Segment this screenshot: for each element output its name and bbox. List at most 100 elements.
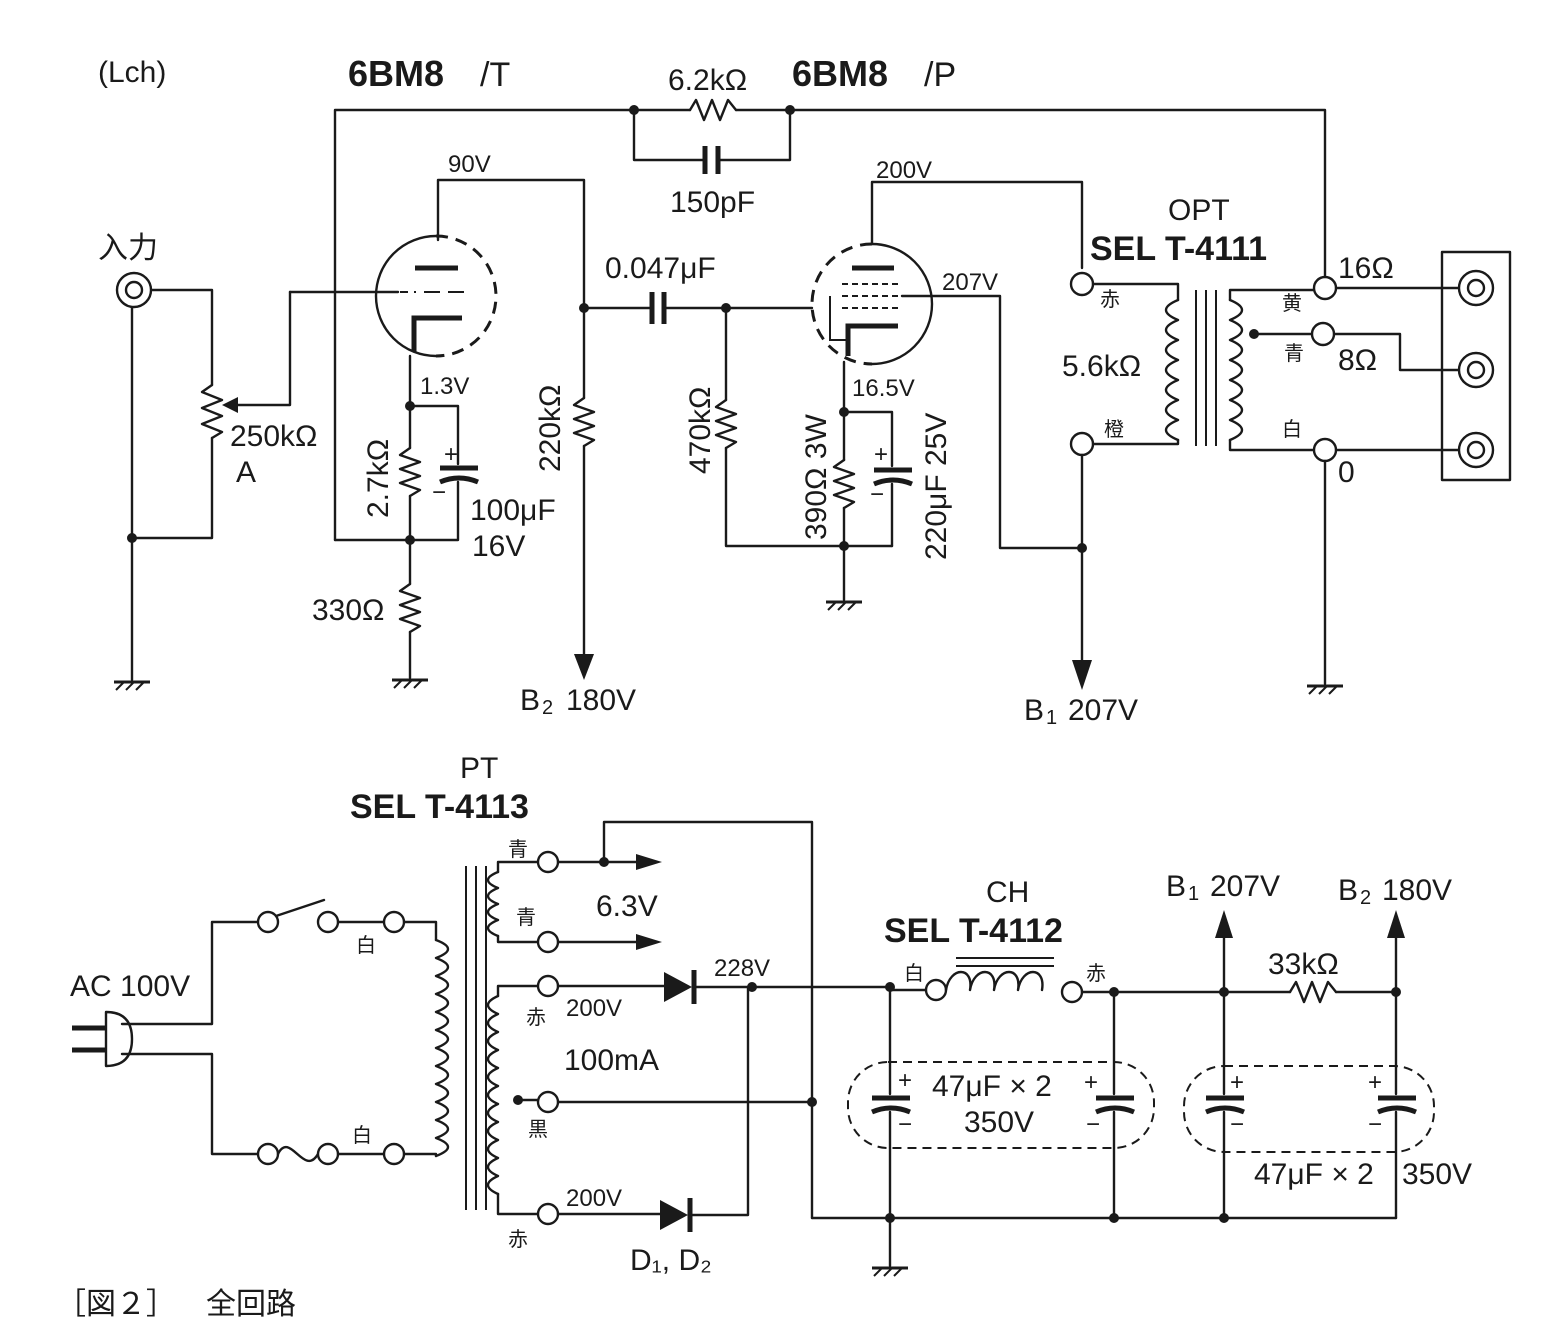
cap-minus: − [870,481,884,508]
filter-caps-1-label: 47μF × 2 [932,1070,1052,1103]
triode-cathode-voltage: 1.3V [420,373,469,400]
opt-tap-16: 16Ω [1338,252,1394,285]
ground-symbol [1307,684,1343,695]
opt-model: SEL T-4111 [1090,230,1267,268]
pt-wire-white-2: 白 [352,1124,372,1147]
volume-pot [127,288,292,682]
coupling-cap-label: 0.047μF [605,252,716,285]
b2-rail-sub: 2 [542,697,553,719]
sec-wire-black: 黒 [528,1119,548,1141]
rectifier-diode-2 [660,1198,693,1232]
speaker-terminal-0[interactable] [1457,431,1495,469]
rectifier-diode-1 [664,970,697,1004]
output-transformer [1069,271,1462,690]
pentode-name: 6BM8 [792,53,888,94]
rectified-voltage: 228V [714,955,770,982]
b1-rail-name: B [1024,694,1044,727]
feedback-network [333,98,1327,542]
triode-tube [288,234,498,358]
b1-rail-value: 207V [1068,694,1138,727]
pot-taper: A [236,456,256,489]
opt-tap-8: 8Ω [1338,344,1377,377]
feedback-resistor-label: 6.2kΩ [668,64,747,97]
ac-plug[interactable] [72,1010,134,1068]
b1-rail-sub: 1 [1046,707,1057,729]
figure-title: 全回路 [206,1288,296,1320]
ground-symbol [872,1266,908,1277]
cathode-cap-label: 100μF [470,494,556,527]
speaker-terminal-16[interactable] [1457,269,1495,307]
sec-voltage-1: 200V [566,995,622,1022]
choke-wire-white: 白 [904,962,924,985]
cap-minus: − [898,1111,912,1138]
b1-out-value: 207V [1210,870,1280,903]
sec-wire-red-1: 赤 [526,1006,546,1029]
input-label: 入力 [98,232,158,265]
pentode-tube [810,242,934,366]
channel-label: (Lch) [98,56,166,89]
sec-voltage-2: 200V [566,1185,622,1212]
ac-label: AC 100V [70,970,190,1003]
figure-number: ［図２］ [56,1288,176,1320]
plate-resistor-label: 220kΩ [534,385,567,472]
pot-value: 250kΩ [230,420,317,453]
diodes-label: D₁, D₂ [630,1244,712,1277]
nfb-resistor-label: 330Ω [312,594,384,627]
heater-wire-blue-2: 青 [516,906,536,929]
pt-wire-white-1: 白 [356,934,376,957]
pentode-cathode-resistor-label: 390Ω 3W [800,414,833,541]
cap-plus: + [1230,1069,1244,1096]
b1-out-sub: 1 [1188,883,1199,905]
opt-wire-white: 白 [1282,418,1302,441]
b2-rail-value: 180V [566,684,636,717]
feedback-cap-label: 150pF [670,186,755,219]
pentode-cathode-cap-label: 220μF 25V [920,413,953,560]
choke-model: SEL T-4112 [884,912,1063,950]
b2-out-name: B [1338,874,1358,907]
filter-caps-2-label: 47μF × 2 [1254,1158,1374,1191]
opt-tap-0: 0 [1338,456,1355,489]
opt-primary-impedance: 5.6kΩ [1062,350,1141,383]
cap-plus: + [874,441,888,468]
choke-wire-red: 赤 [1086,962,1106,985]
cap-minus: − [432,479,446,506]
cap-plus: + [898,1067,912,1094]
pt-model: SEL T-4113 [350,788,529,826]
opt-label: OPT [1168,194,1230,227]
cap-minus: − [1086,1111,1100,1138]
pentode-plate-voltage: 200V [876,157,932,184]
fuse [256,1142,340,1166]
cathode-cap-voltage: 16V [472,530,525,563]
speaker-terminal-8[interactable] [1457,351,1495,389]
input-jack[interactable] [115,271,153,309]
choke-label: CH [986,876,1029,909]
b2-out-sub: 2 [1360,887,1371,909]
heater-wire-blue-1: 青 [508,838,528,861]
speaker-terminal-block [1440,250,1512,482]
sec-current: 100mA [564,1044,659,1077]
cap-plus: + [1368,1069,1382,1096]
filter-caps-1-voltage: 350V [964,1106,1034,1139]
grid-resistor-label: 470kΩ [684,387,717,474]
cap-plus: + [1084,1069,1098,1096]
heater-voltage: 6.3V [596,890,658,923]
b2-out-value: 180V [1382,874,1452,907]
pt-label: PT [460,752,498,785]
cap-minus: − [1230,1111,1244,1138]
filter-caps-2-voltage: 350V [1402,1158,1472,1191]
b2-rail-name: B [520,684,540,717]
power-switch[interactable] [256,898,340,934]
opt-wire-yellow: 黄 [1282,292,1302,315]
sec-wire-red-2: 赤 [508,1228,528,1251]
power-transformer [402,820,817,1226]
triode-suffix: /T [480,56,510,94]
cap-plus: + [444,441,458,468]
pentode-cathode-voltage: 16.5V [852,375,915,402]
triode-name: 6BM8 [348,53,444,94]
opt-wire-orange: 橙 [1104,418,1124,441]
pentode-suffix: /P [924,56,956,94]
ground-symbol [114,680,150,691]
opt-wire-red: 赤 [1100,288,1120,311]
triode-plate-voltage: 90V [448,151,491,178]
